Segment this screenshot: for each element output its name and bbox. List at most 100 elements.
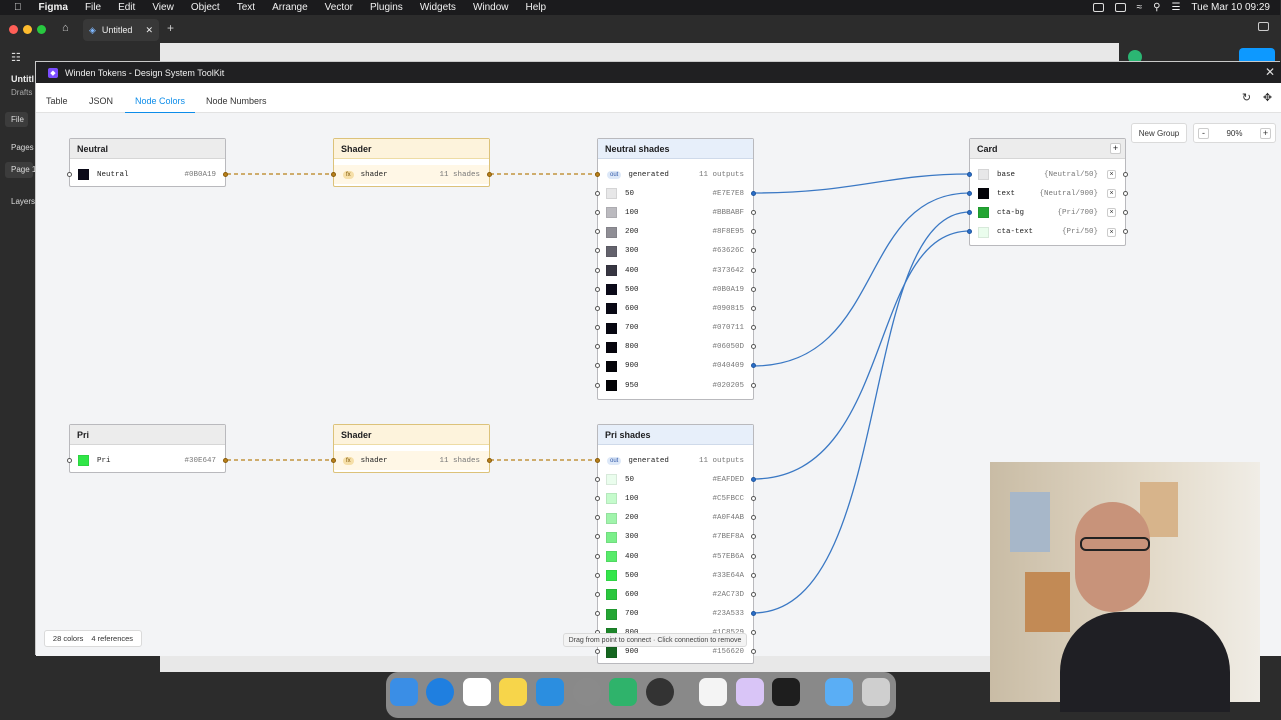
color-swatch[interactable] [606, 493, 617, 505]
node-title[interactable]: Shader [334, 139, 489, 159]
sidebar-toggle-icon[interactable] [1258, 22, 1269, 31]
file-name[interactable]: Untitl [11, 74, 34, 84]
file-panel-tab[interactable]: File [5, 112, 28, 127]
wire-neutral50-to-base[interactable] [752, 173, 971, 194]
input-port[interactable] [595, 495, 600, 501]
color-swatch[interactable] [606, 245, 617, 257]
input-port[interactable] [595, 572, 600, 578]
tab-node-colors[interactable]: Node Colors [125, 83, 195, 113]
input-port[interactable] [967, 190, 972, 196]
figma-icon[interactable] [772, 678, 800, 706]
output-port[interactable] [751, 382, 756, 388]
output-port[interactable] [751, 190, 756, 196]
output-port[interactable] [751, 515, 756, 521]
output-port[interactable] [751, 495, 756, 501]
output-port[interactable] [1123, 209, 1128, 215]
node-title[interactable]: Pri [70, 425, 225, 445]
input-port[interactable] [595, 171, 600, 177]
menu-text[interactable]: Text [229, 2, 255, 13]
search-icon[interactable]: ⚲ [1153, 2, 1161, 13]
wire-neutral900-to-text[interactable] [752, 192, 971, 367]
input-port[interactable] [595, 325, 600, 331]
color-swatch[interactable] [606, 341, 617, 353]
input-port[interactable] [595, 363, 600, 369]
output-port[interactable] [751, 209, 756, 215]
tab-node-numbers[interactable]: Node Numbers [206, 96, 267, 106]
node-title[interactable]: Neutral shades [598, 139, 753, 159]
keynote-icon[interactable] [536, 678, 564, 706]
wifi-icon[interactable]: ≈ [1136, 2, 1143, 13]
notes-icon[interactable] [499, 678, 527, 706]
add-token-button[interactable]: + [1110, 143, 1121, 154]
input-port[interactable] [595, 553, 600, 559]
output-port[interactable] [223, 171, 228, 177]
output-port[interactable] [223, 457, 228, 463]
color-swatch[interactable] [606, 322, 617, 334]
calendar-icon[interactable] [463, 678, 491, 706]
home-icon[interactable]: ⌂ [62, 22, 69, 34]
output-port[interactable] [751, 591, 756, 597]
apple-icon[interactable]:  [14, 2, 22, 13]
menu-object[interactable]: Object [183, 2, 220, 13]
color-swatch[interactable] [606, 188, 617, 200]
input-port[interactable] [967, 171, 972, 177]
color-swatch[interactable] [978, 226, 989, 238]
close-tab-icon[interactable]: ✕ [145, 24, 153, 35]
safari-icon[interactable] [426, 678, 454, 706]
output-port[interactable] [487, 457, 492, 463]
menu-file[interactable]: File [77, 2, 101, 13]
tab-json[interactable]: JSON [89, 96, 114, 106]
output-port[interactable] [751, 325, 756, 331]
input-port[interactable] [595, 229, 600, 235]
input-port[interactable] [331, 457, 336, 463]
output-port[interactable] [1123, 229, 1128, 235]
output-port[interactable] [751, 363, 756, 369]
input-port[interactable] [595, 305, 600, 311]
remove-token-button[interactable]: × [1107, 227, 1116, 237]
figma-menu-icon[interactable]: ☷ [11, 52, 21, 64]
menu-window[interactable]: Window [465, 2, 509, 13]
card-node[interactable]: Card + base{Neutral/50}×text{Neutral/900… [967, 138, 1128, 246]
output-port[interactable] [751, 534, 756, 540]
wordpress-icon[interactable] [646, 678, 674, 706]
node-title[interactable]: Shader [334, 425, 489, 445]
input-port[interactable] [595, 267, 600, 273]
drafts-label[interactable]: Drafts [11, 88, 33, 97]
menu-help[interactable]: Help [518, 2, 547, 13]
color-swatch[interactable] [606, 284, 617, 296]
input-port[interactable] [595, 190, 600, 196]
color-swatch[interactable] [606, 226, 617, 238]
remove-token-button[interactable]: × [1107, 208, 1116, 218]
color-swatch[interactable] [606, 380, 617, 392]
output-port[interactable] [751, 649, 756, 655]
menubar-clock[interactable]: Tue Mar 10 09:29 [1191, 2, 1270, 13]
battery-icon[interactable] [1114, 3, 1126, 12]
pri-color-node[interactable]: Pri Pri #30E647 [67, 424, 228, 473]
output-port[interactable] [751, 248, 756, 254]
output-port[interactable] [751, 229, 756, 235]
input-port[interactable] [967, 209, 972, 215]
minimize-window-icon[interactable] [23, 25, 32, 34]
new-group-button[interactable]: New Group [1131, 123, 1187, 143]
color-swatch[interactable] [606, 570, 617, 582]
output-port[interactable] [1123, 171, 1128, 177]
new-tab-icon[interactable]: + [167, 21, 175, 35]
input-port[interactable] [595, 591, 600, 597]
zoom-out-button[interactable]: - [1198, 127, 1209, 139]
close-plugin-icon[interactable]: ✕ [1264, 65, 1275, 79]
output-port[interactable] [751, 630, 756, 636]
input-port[interactable] [595, 649, 600, 655]
input-port[interactable] [331, 171, 336, 177]
output-port[interactable] [751, 305, 756, 311]
zoom-in-button[interactable]: + [1259, 127, 1271, 139]
settings-icon[interactable] [573, 678, 601, 706]
node-title[interactable]: Card + [970, 139, 1125, 159]
zoom-window-icon[interactable] [37, 25, 46, 34]
output-port[interactable] [751, 476, 756, 482]
color-swatch[interactable] [606, 608, 617, 620]
tab-table[interactable]: Table [46, 96, 68, 106]
color-swatch[interactable] [606, 207, 617, 219]
output-port[interactable] [751, 611, 756, 617]
neutral-color-node[interactable]: Neutral Neutral #0B0A19 [67, 138, 228, 187]
shader-node[interactable]: Shader fx shader 11 shades [331, 424, 492, 473]
